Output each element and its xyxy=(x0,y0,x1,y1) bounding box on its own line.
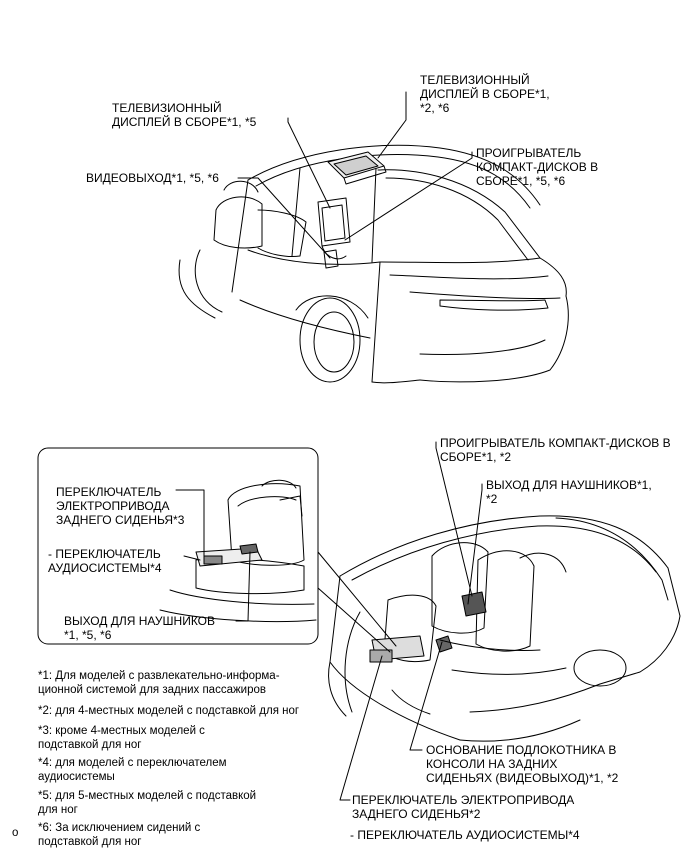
footnote-2: *2: для 4-местных моделей с подставкой д… xyxy=(38,705,300,717)
label-audio-switch-inset: - ПЕРЕКЛЮЧАТЕЛЬ АУДИОСИСТЕМЫ*4 xyxy=(48,547,162,575)
footnote-4: *4: для моделей с переключателем аудиоси… xyxy=(38,757,227,783)
label-tv-display-roof: ТЕЛЕВИЗИОННЫЙ ДИСПЛЕЙ В СБОРЕ*1, *2, *6 xyxy=(420,73,550,115)
label-audio-switch-bottom: - ПЕРЕКЛЮЧАТЕЛЬ АУДИОСИСТЕМЫ*4 xyxy=(350,828,580,842)
footnote-5: *5: для 5-местных моделей с подставкой д… xyxy=(38,790,257,816)
top-vehicle-illustration xyxy=(178,144,569,384)
label-armrest-base: ОСНОВАНИЕ ПОДЛОКОТНИКА В КОНСОЛИ НА ЗАДН… xyxy=(426,743,619,785)
top-leader-lines xyxy=(237,91,473,259)
label-headphone-out-inset: ВЫХОД ДЛЯ НАУШНИКОВ *1, *5, *6 xyxy=(64,614,216,642)
corner-mark: o xyxy=(12,827,19,839)
label-seat-switch-bottom: ПЕРЕКЛЮЧАТЕЛЬ ЭЛЕКТРОПРИВОДА ЗАДНЕГО СИД… xyxy=(352,793,575,821)
label-tv-display-seat: ТЕЛЕВИЗИОННЫЙ ДИСПЛЕЙ В СБОРЕ*1, *5 xyxy=(112,101,257,129)
inset-leader-lines xyxy=(175,489,251,622)
inset-frame xyxy=(37,447,319,645)
footnote-3: *3: кроме 4-местных моделей с подставкой… xyxy=(38,725,205,751)
inset-seat-illustration xyxy=(159,479,317,623)
label-seat-switch-inset: ПЕРЕКЛЮЧАТЕЛЬ ЭЛЕКТРОПРИВОДА ЗАДНЕГО СИД… xyxy=(56,485,185,527)
footnote-1: *1: Для моделей с развлекательно-информа… xyxy=(38,670,280,696)
footnote-6: *6: За исключением сидений с подставкой … xyxy=(38,822,201,848)
inset-connector-lines xyxy=(317,551,397,653)
bottom-leader-lines xyxy=(339,441,483,801)
label-cd-player-top: ПРОИГРЫВАТЕЛЬ КОМПАКТ-ДИСКОВ В СБОРЕ*1, … xyxy=(476,146,599,188)
label-headphone-out-console: ВЫХОД ДЛЯ НАУШНИКОВ*1, *2 xyxy=(486,478,652,506)
label-cd-player-console: ПРОИГРЫВАТЕЛЬ КОМПАКТ-ДИСКОВ В СБОРЕ*1, … xyxy=(440,436,671,464)
label-video-out: ВИДЕОВЫХОД*1, *5, *6 xyxy=(86,171,219,185)
